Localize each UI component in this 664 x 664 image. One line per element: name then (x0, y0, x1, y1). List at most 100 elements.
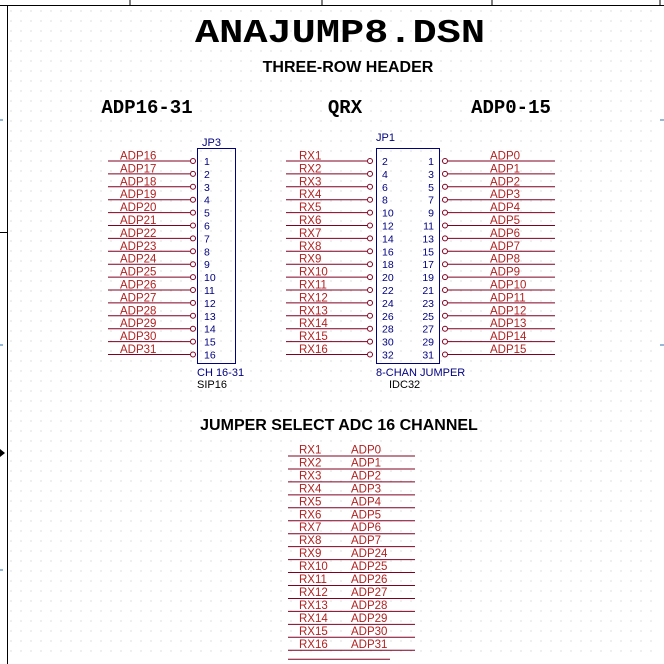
table-adp-label: ADP2 (351, 470, 381, 482)
jp3-net-label: ADP31 (120, 344, 156, 356)
jp1-right-pin-number: 3 (428, 169, 434, 181)
jp1-left-net-label: RX15 (299, 331, 328, 343)
table-rx-label: RX2 (299, 457, 321, 469)
jp3-pin-number: 5 (204, 208, 210, 220)
jp3-pin-terminal (190, 248, 196, 255)
table-rx-label: RX10 (299, 561, 328, 573)
jp1-left-pin-number: 2 (382, 156, 388, 168)
jp1-left-pin-number: 18 (382, 259, 394, 271)
table-adp-label: ADP29 (351, 613, 387, 625)
jp3-pin-number: 9 (204, 259, 210, 271)
column-label-middle: QRX (328, 97, 363, 119)
jp1-left-pin-number: 8 (382, 195, 388, 207)
jp1-left-net-label: RX7 (299, 228, 321, 240)
jp1-right-terminal (442, 312, 448, 319)
jp3-pin-terminal (190, 222, 196, 229)
jp3-pin-terminal (190, 325, 196, 332)
jp1-left-pin-number: 26 (382, 311, 394, 323)
jp1-left-pin-number: 16 (382, 246, 394, 258)
jp1-right-pin-number: 11 (423, 221, 434, 233)
jp1-footprint: IDC32 (389, 379, 420, 391)
jp3-body[interactable] (197, 148, 236, 364)
jp1-left-terminal (367, 312, 373, 319)
jp1-left-net-label: RX4 (299, 189, 322, 201)
jp1-right-net-label: ADP12 (490, 305, 526, 317)
jp1-left-net-label: RX9 (299, 254, 321, 266)
jp1-right-net-label: ADP11 (490, 292, 526, 304)
jp1-left-net-label: RX3 (299, 176, 321, 188)
table-adp-label: ADP0 (351, 445, 381, 457)
jp1-right-terminal (442, 287, 448, 293)
table-adp-label: ADP30 (351, 626, 387, 638)
table-adp-label: ADP24 (351, 548, 388, 560)
jp1-right-terminal (442, 325, 448, 332)
jp3-pin-number: 3 (204, 182, 210, 194)
jp3-value: CH 16-31 (197, 367, 244, 379)
jp1-right-pin-number: 1 (428, 156, 434, 168)
table-adp-label: ADP26 (351, 574, 387, 586)
jp3-net-label: ADP16 (120, 151, 156, 163)
jp1-right-pin-number: 7 (428, 195, 434, 207)
jp1-right-pin-number: 25 (422, 311, 434, 323)
jp1-right-terminal (442, 338, 448, 345)
jp1-left-net-label: RX8 (299, 241, 321, 253)
jp1-right-pin-number: 19 (422, 272, 434, 284)
jp3-pin-terminal (190, 170, 196, 177)
jp3-net-label: ADP27 (120, 292, 156, 304)
jp1-right-net-label: ADP3 (490, 189, 520, 201)
jp3-pin-terminal (190, 261, 196, 268)
jp1-right-terminal (442, 196, 448, 203)
frame-marks (0, 119, 664, 571)
jp1-left-net-label: RX13 (299, 305, 328, 317)
jp3-pin-terminal (190, 235, 196, 242)
jp1-left-pin-number: 32 (382, 350, 394, 362)
jp1-left-net-label: RX11 (299, 280, 327, 292)
table-adp-label: ADP4 (351, 496, 382, 508)
jp3-pin-number: 10 (204, 272, 216, 284)
jp3-pin-terminal (190, 338, 196, 345)
jp3-net-label: ADP23 (120, 241, 156, 253)
table-adp-label: ADP3 (351, 483, 381, 495)
jp1-left-pin-number: 6 (382, 182, 388, 194)
jp1-left-net-label: RX14 (299, 318, 328, 330)
table-adp-label: ADP1 (351, 457, 381, 469)
jp1-right-terminal (442, 222, 448, 229)
jp1-left-terminal (367, 248, 373, 255)
jp1-left-terminal (367, 209, 373, 216)
table-rx-label: RX8 (299, 535, 321, 547)
jp1-left-terminal (367, 222, 373, 229)
jp1-right-terminal (442, 351, 448, 358)
table-rx-label: RX7 (299, 522, 321, 534)
jp1-body[interactable] (376, 148, 440, 364)
jp1-right-net-label: ADP13 (490, 318, 526, 330)
jp1-right-terminal (442, 248, 448, 255)
jp1-left-pin-number: 14 (382, 233, 394, 245)
jp1-right-net-label: ADP0 (490, 151, 520, 163)
jp3-pin-number: 2 (204, 169, 210, 181)
jp3-pin-terminal (190, 299, 196, 306)
jp1-left-net-label: RX5 (299, 202, 321, 214)
jp1-left-terminal (367, 196, 373, 203)
jp3-ref: JP3 (202, 137, 221, 149)
jp3-net-label: ADP20 (120, 202, 156, 214)
table-rx-label: RX15 (299, 626, 328, 638)
sheet-title: ANAJUMP8.DSN (195, 15, 485, 52)
jp1-right-net-label: ADP1 (490, 163, 520, 175)
jp1-right-net-label: ADP8 (490, 254, 520, 266)
table-adp-label: ADP5 (351, 509, 381, 521)
jp1-right-terminal (442, 274, 448, 281)
jp3-pin-number: 15 (204, 337, 216, 349)
jp3-pin-terminal (190, 287, 196, 293)
jp3-pin-number: 11 (204, 285, 215, 297)
jp3-pin-terminal (190, 183, 196, 190)
jp1-left-terminal (367, 170, 373, 177)
jp1-left-terminal (367, 325, 373, 332)
jp3-net-label: ADP18 (120, 176, 156, 188)
jp1-right-net-label: ADP15 (490, 344, 526, 356)
jp3-pin-terminal (190, 312, 196, 319)
jp1-right-terminal (442, 261, 448, 268)
jp1-right-terminal (442, 299, 448, 306)
jp1-left-net-label: RX2 (299, 163, 321, 175)
table-rx-label: RX12 (299, 587, 328, 599)
